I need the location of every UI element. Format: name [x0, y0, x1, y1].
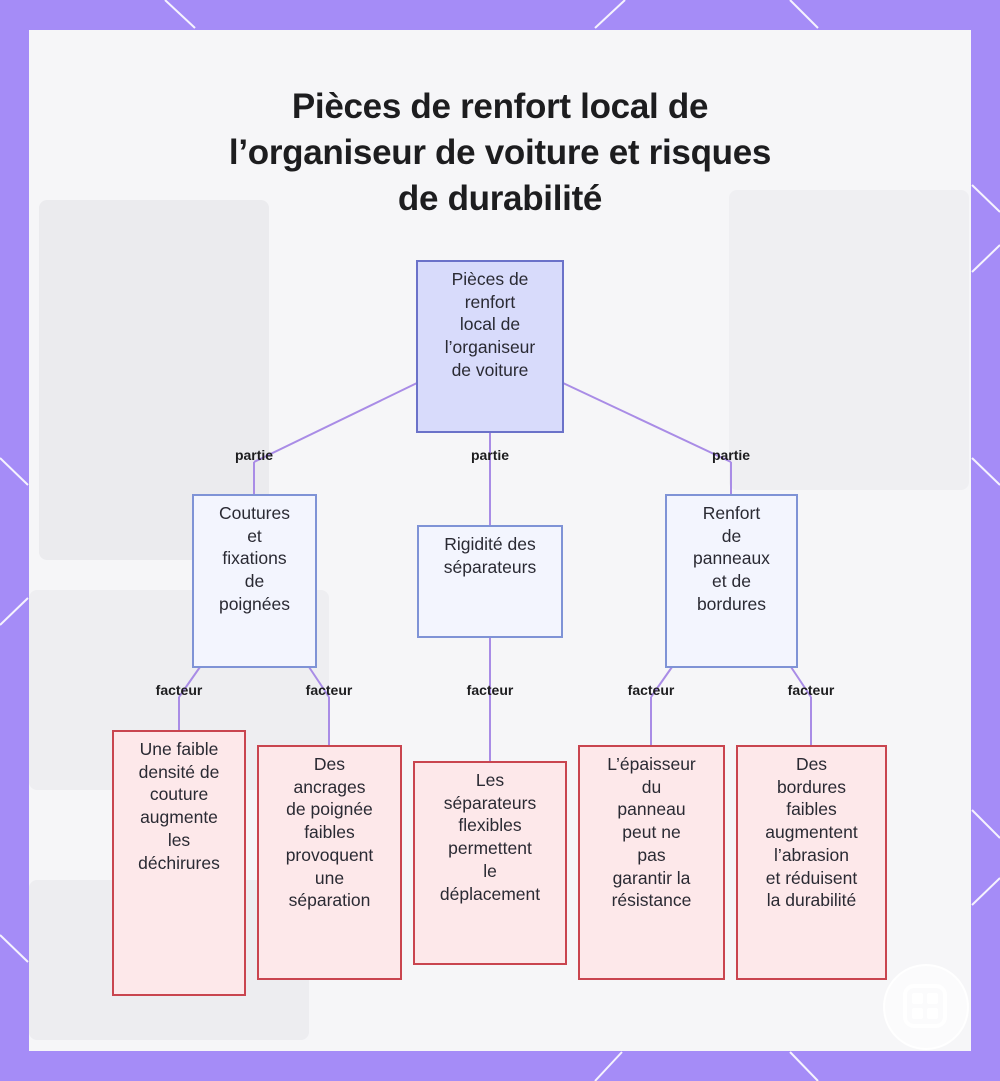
node-text-line: local de	[459, 314, 521, 335]
edge-root-coutures	[253, 382, 418, 463]
node-text-line: de poignée	[286, 799, 373, 820]
node-text-line: et	[247, 525, 262, 546]
node-text-line: pas	[637, 844, 666, 865]
node-text-line: les	[167, 829, 191, 850]
title-line: Pièces de renfort local de	[291, 87, 709, 126]
node-text-line: Les	[475, 770, 505, 790]
node-text-line: séparateurs	[443, 792, 537, 813]
node-text-line: séparateurs	[443, 556, 537, 577]
node-text-line: Rigidité des	[444, 534, 536, 554]
node-text-line: garantir la	[612, 867, 691, 888]
edge-label-partie: partie	[470, 447, 510, 463]
edge-label-facteur: facteur	[305, 682, 353, 698]
node-text-line: l’abrasion	[774, 844, 849, 865]
node-text-line: ancrages	[293, 776, 366, 797]
node-text-line: panneau	[617, 799, 686, 820]
title-line: l’organiseur de voiture et risques	[228, 133, 772, 172]
node-text-line: une	[314, 867, 345, 888]
node-text-line: couture	[149, 784, 209, 805]
node-text-line: augmente	[140, 807, 218, 828]
background-shape	[729, 190, 969, 490]
edge-label-partie: partie	[711, 447, 751, 463]
node-text-line: la durabilité	[766, 890, 857, 911]
node-text-line: déplacement	[439, 883, 541, 904]
diagram-title: Pièces de renfort local de l’organiseur …	[0, 84, 1000, 222]
node-text-line: renfort	[464, 291, 516, 312]
node-text-line: poignées	[218, 593, 291, 614]
edge-renfort-leaf5	[790, 666, 812, 698]
node-text-line: panneaux	[693, 548, 770, 569]
node-text-line: flexibles	[458, 815, 522, 836]
app-logo-badge	[883, 964, 969, 1050]
edge-label-facteur: facteur	[627, 682, 675, 698]
node-text-line: l’organiseur	[444, 337, 536, 358]
node-text-line: bordures	[696, 593, 767, 614]
node-text-line: bordures	[776, 776, 847, 797]
node-text-line: du	[641, 776, 662, 797]
node-text-line: faibles	[304, 822, 355, 843]
node-text-line: de voiture	[451, 359, 529, 380]
edge-renfort-leaf4	[650, 666, 673, 698]
title-line: de durabilité	[397, 179, 603, 218]
node-text-line: Coutures	[218, 503, 290, 523]
edge-label-facteur: facteur	[466, 682, 514, 698]
node-text-line: Renfort	[702, 503, 761, 523]
node-text-line: Des	[313, 754, 346, 774]
node-text-line: et réduisent	[765, 867, 858, 888]
node-text-line: Des	[795, 754, 828, 774]
node-text-line: permettent	[448, 838, 532, 859]
node-text-line: et de	[712, 571, 751, 592]
node-text-line: Une faible	[139, 739, 219, 759]
app-logo-icon	[903, 984, 947, 1028]
node-text-line: faibles	[786, 799, 837, 820]
edge-coutures-leaf1	[178, 666, 201, 698]
node-text-line: provoquent	[285, 844, 374, 865]
node-text-line: séparation	[288, 890, 371, 911]
node-text-line: déchirures	[138, 852, 220, 873]
edge-label-facteur: facteur	[787, 682, 835, 698]
edge-label-facteur: facteur	[155, 682, 203, 698]
node-text-line: augmentent	[765, 822, 858, 843]
node-text-line: de	[244, 571, 265, 592]
node-text-line: le	[483, 860, 497, 881]
node-text-line: densité de	[138, 761, 220, 782]
node-text-line: résistance	[611, 890, 692, 911]
node-text-line: fixations	[222, 548, 287, 569]
node-text-line: peut ne	[622, 822, 681, 843]
edge-root-renfort	[562, 382, 732, 463]
edge-label-partie: partie	[234, 447, 274, 463]
edge-coutures-leaf2	[308, 666, 330, 698]
node-text-line: de	[721, 525, 742, 546]
node-text-line: Pièces de	[451, 269, 529, 289]
node-text-line: L’épaisseur	[607, 754, 696, 774]
